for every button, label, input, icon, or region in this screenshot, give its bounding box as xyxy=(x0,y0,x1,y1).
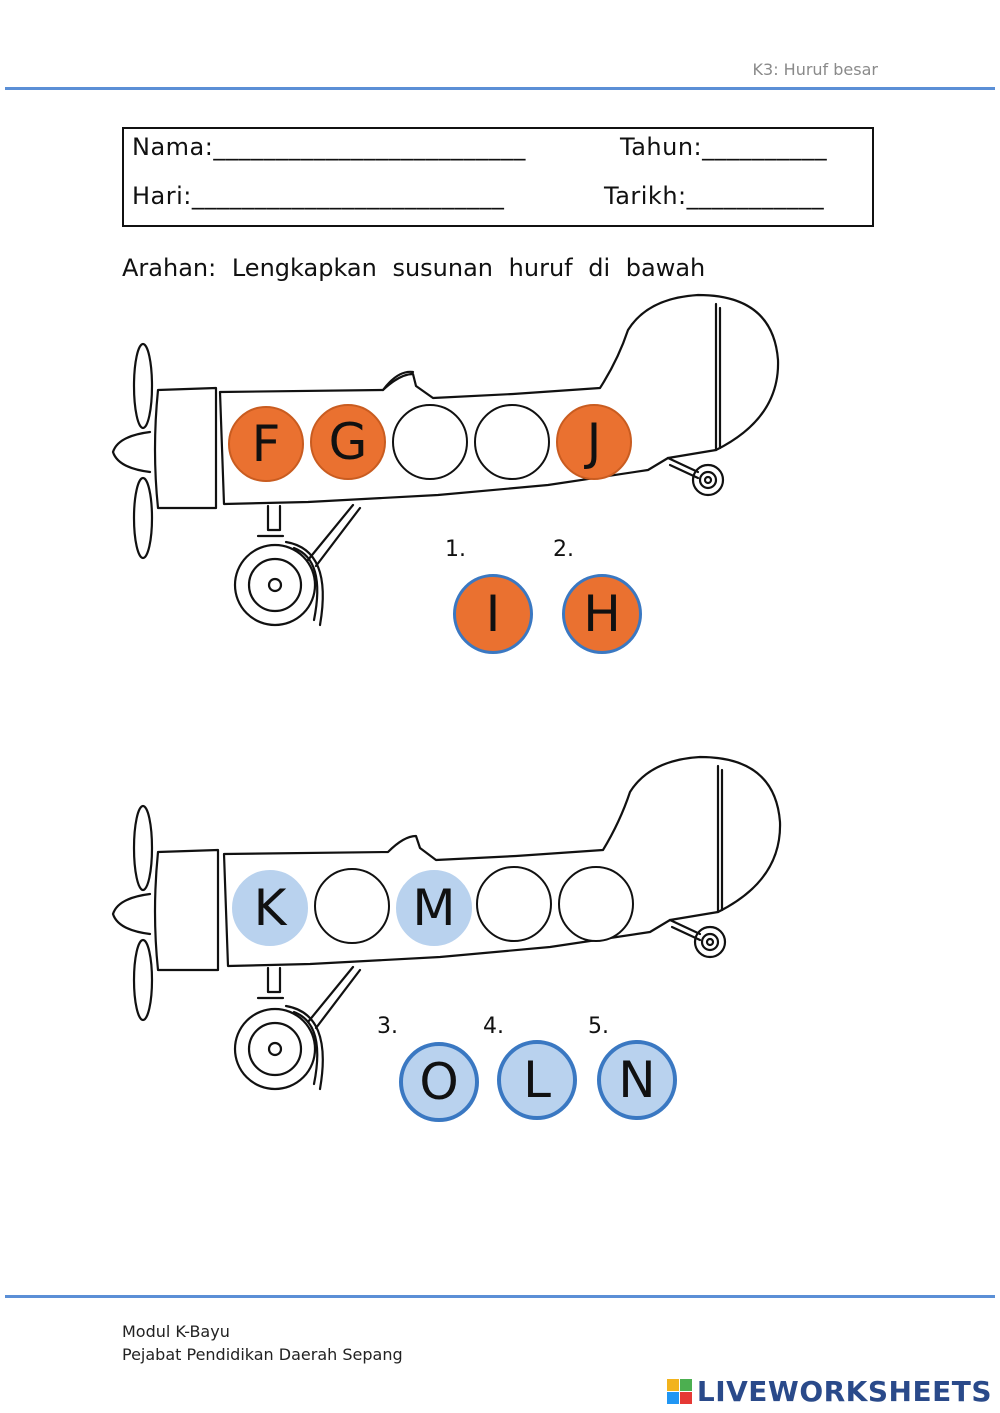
question-number-3: 3. xyxy=(377,1014,398,1039)
answer-option-4[interactable]: L xyxy=(497,1040,577,1120)
slot-4-answer-box[interactable] xyxy=(474,404,550,480)
brand-text: LIVEWORKSHEETS xyxy=(696,1375,992,1408)
question-number-1: 1. xyxy=(445,537,466,562)
slot-3: M xyxy=(396,870,472,946)
instruction: Arahan: Lengkapkan susunan huruf di bawa… xyxy=(122,254,705,282)
instruction-label: Arahan: xyxy=(122,254,217,282)
header-label: K3: Huruf besar xyxy=(752,60,878,79)
slot-5-answer-box[interactable] xyxy=(558,866,634,942)
slot-1: F xyxy=(228,406,304,482)
answer-option-1[interactable]: I xyxy=(453,574,533,654)
slot-3-answer-box[interactable] xyxy=(392,404,468,480)
year-field[interactable]: Tahun:__________ xyxy=(620,133,828,161)
liveworksheets-logo: LIVEWORKSHEETS xyxy=(666,1375,992,1408)
footer-line-2: Pejabat Pendidikan Daerah Sepang xyxy=(122,1345,403,1364)
question-number-5: 5. xyxy=(588,1014,609,1039)
footer-line-1: Modul K-Bayu xyxy=(122,1322,230,1341)
instruction-text: Lengkapkan susunan huruf di bawah xyxy=(231,254,706,282)
slot-2-answer-box[interactable] xyxy=(314,868,390,944)
date-field[interactable]: Tarikh:___________ xyxy=(604,182,825,210)
brand-icon xyxy=(666,1378,693,1405)
bottom-rule xyxy=(5,1295,995,1298)
answer-option-5[interactable]: N xyxy=(597,1040,677,1120)
student-info-box: Nama:_________________________ Tahun:___… xyxy=(122,127,874,227)
top-rule xyxy=(5,87,995,90)
answer-option-2[interactable]: H xyxy=(562,574,642,654)
name-field[interactable]: Nama:_________________________ xyxy=(132,133,526,161)
airplane-1-icon xyxy=(111,293,780,627)
slot-4-answer-box[interactable] xyxy=(476,866,552,942)
slot-2: G xyxy=(310,404,386,480)
answer-option-3[interactable]: O xyxy=(399,1042,479,1122)
question-number-2: 2. xyxy=(553,537,574,562)
slot-1: K xyxy=(232,870,308,946)
day-field[interactable]: Hari:_________________________ xyxy=(132,182,505,210)
slot-5: J xyxy=(556,404,632,480)
question-number-4: 4. xyxy=(483,1014,504,1039)
airplane-2-icon xyxy=(111,755,782,1091)
